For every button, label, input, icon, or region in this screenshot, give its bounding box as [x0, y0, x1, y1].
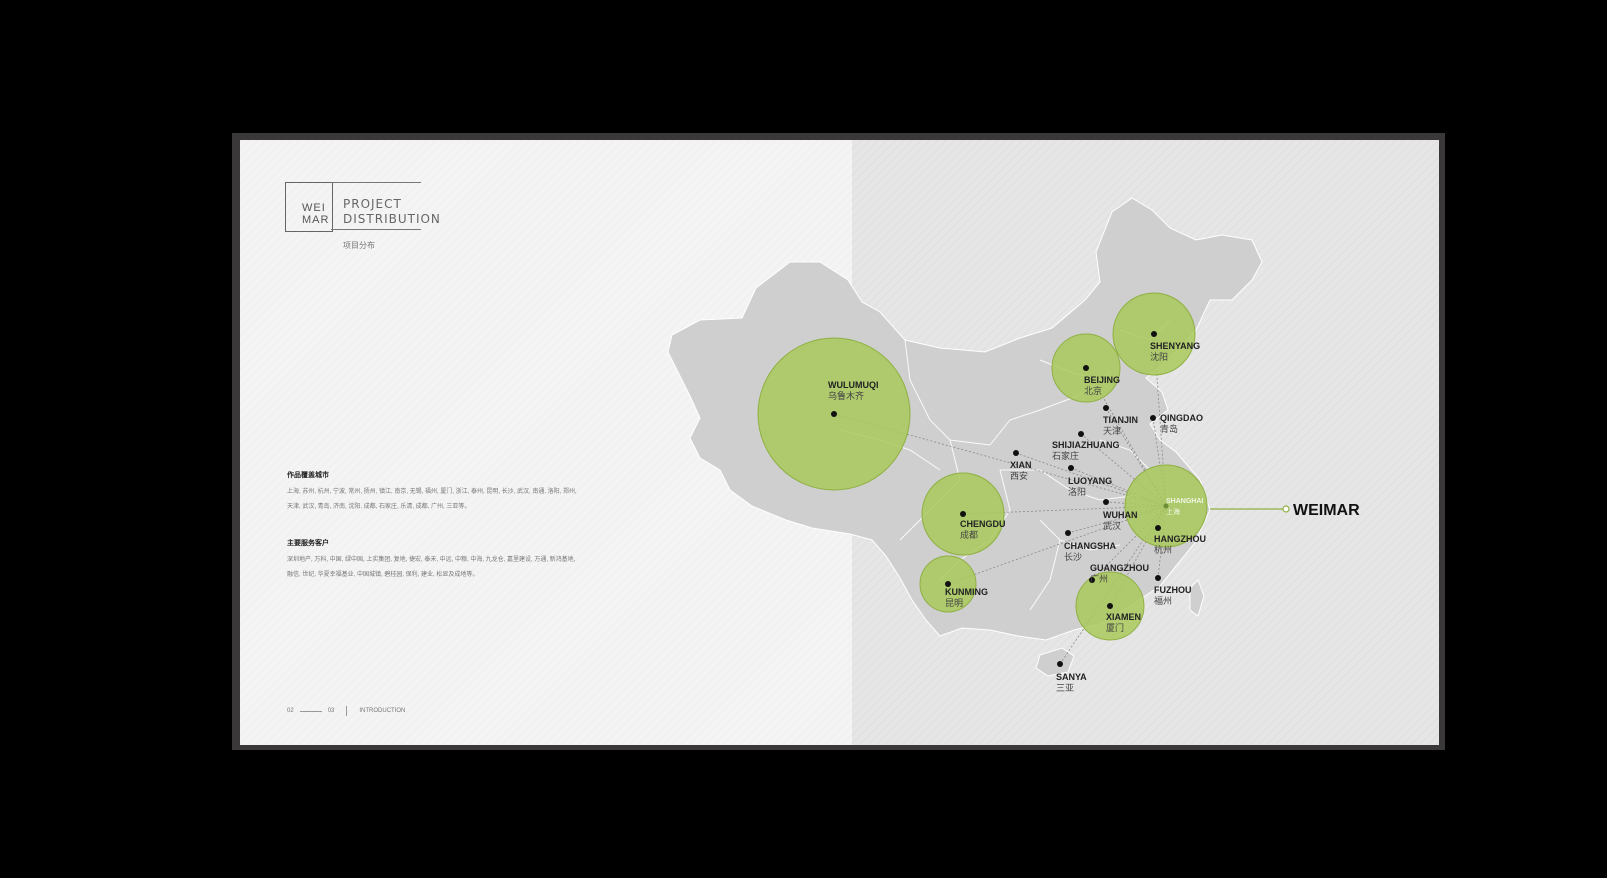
- city-label-wulumuqi: WULUMUQI: [828, 380, 879, 390]
- city-dot-wuhan: [1103, 499, 1109, 505]
- city-label-changsha: CHANGSHA: [1064, 541, 1117, 551]
- city-label-cn-sanya: 三亚: [1056, 683, 1074, 694]
- section-heading: 作品覆盖城市: [287, 472, 329, 479]
- city-label-cn-shenyang: 沈阳: [1150, 351, 1168, 363]
- section-heading: 主要服务客户: [287, 540, 329, 547]
- city-dot-hangzhou: [1155, 525, 1161, 531]
- city-label-wuhan: WUHAN: [1103, 510, 1138, 520]
- link-xiamen: [1109, 505, 1167, 607]
- city-label-cn-tianjin: 天津: [1103, 426, 1121, 437]
- city-dot-shenyang: [1151, 331, 1157, 337]
- city-label-beijing: BEIJING: [1084, 375, 1120, 385]
- footer-dash: [299, 710, 322, 712]
- city-dot-qingdao: [1150, 415, 1156, 421]
- section-line: 融信, 世纪, 华夏幸福基业, 中国城镇, 碧桂园, 保利, 建业, 松显及成地…: [287, 572, 479, 578]
- hub-connector-end: [1282, 505, 1290, 513]
- city-label-cn-shanghai: 上海: [1166, 507, 1180, 516]
- footer-divider: [346, 706, 348, 716]
- city-label-xian: XIAN: [1010, 460, 1032, 470]
- weimar-logo: [285, 182, 333, 232]
- city-label-cn-xiamen: 厦门: [1106, 622, 1124, 634]
- city-label-guangzhou: GUANGZHOU: [1090, 563, 1149, 573]
- city-label-cn-shijiazhuang: 石家庄: [1052, 450, 1079, 462]
- city-label-cn-qingdao: 青岛: [1160, 423, 1178, 435]
- clients-section: 主要服务客户 深圳地产, 万科, 中国, 绿中国, 上实集团, 复地, 捷宏, …: [287, 538, 607, 583]
- city-label-cn-kunming: 昆明: [945, 598, 963, 609]
- hainan-island: [1035, 647, 1075, 677]
- city-label-luoyang: LUOYANG: [1068, 476, 1112, 486]
- city-dot-shanghai: [1163, 503, 1169, 509]
- section-line: 天津, 武汉, 青岛, 济南, 沈阳, 成都, 石家庄, 乐清, 成都, 广州,…: [287, 504, 471, 510]
- city-dot-wulumuqi: [831, 411, 837, 417]
- city-dot-chengdu: [960, 511, 966, 517]
- city-dot-fuzhou: [1155, 575, 1161, 581]
- taiwan-island: [1189, 579, 1205, 617]
- city-dot-guangzhou: [1089, 577, 1095, 583]
- footer-label: INTRODUCTION: [359, 708, 406, 714]
- city-dot-beijing: [1083, 365, 1089, 371]
- covered-cities-section: 作品覆盖城市 上海, 苏州, 杭州, 宁波, 常州, 扬州, 镇江, 南京, 无…: [287, 470, 607, 515]
- section-line: 深圳地产, 万科, 中国, 绿中国, 上实集团, 复地, 捷宏, 泰禾, 中远,…: [287, 557, 576, 563]
- title-line-2: DISTRIBUTION: [343, 212, 441, 226]
- city-label-xiamen: XIAMEN: [1106, 612, 1141, 622]
- city-label-tianjin: TIANJIN: [1103, 415, 1138, 425]
- city-dot-xiamen: [1107, 603, 1113, 609]
- city-label-kunming: KUNMING: [945, 587, 988, 597]
- city-dot-tianjin: [1103, 405, 1109, 411]
- china-outline: [667, 197, 1263, 641]
- city-label-cn-hangzhou: 杭州: [1154, 544, 1172, 556]
- title-line-1: PROJECT: [343, 197, 402, 211]
- page-number-from: 02: [287, 708, 294, 714]
- city-label-cn-wulumuqi: 乌鲁木齐: [828, 390, 864, 402]
- city-dot-xian: [1013, 450, 1019, 456]
- link-guangzhou: [1091, 505, 1167, 581]
- logo-bottom-rule: [331, 229, 421, 230]
- page-subtitle: 项目分布: [343, 241, 375, 250]
- link-qingdao: [1152, 417, 1167, 507]
- city-label-cn-guangzhou: 广州: [1090, 573, 1108, 585]
- city-label-hangzhou: HANGZHOU: [1154, 534, 1206, 544]
- city-label-qingdao: QINGDAO: [1160, 413, 1203, 423]
- city-label-cn-fuzhou: 福州: [1154, 595, 1172, 607]
- page-title: PROJECT DISTRIBUTION: [343, 197, 441, 227]
- city-label-cn-luoyang: 洛阳: [1068, 486, 1086, 498]
- logo-top-rule: [331, 182, 421, 183]
- city-label-cn-xian: 西安: [1010, 470, 1028, 482]
- city-label-cn-beijing: 北京: [1084, 385, 1102, 397]
- hub-label: WEIMAR: [1293, 502, 1360, 519]
- city-dot-sanya: [1057, 661, 1063, 667]
- city-label-fuzhou: FUZHOU: [1154, 585, 1192, 595]
- city-label-shanghai: SHANGHAI: [1166, 498, 1203, 505]
- page-number-to: 03: [327, 708, 335, 714]
- city-dot-kunming: [945, 581, 951, 587]
- city-label-chengdu: CHENGDU: [960, 519, 1006, 529]
- city-dot-shijiazhuang: [1078, 431, 1084, 437]
- city-label-sanya: SANYA: [1056, 672, 1087, 682]
- city-label-cn-wuhan: 武汉: [1103, 520, 1121, 532]
- city-label-cn-changsha: 长沙: [1064, 551, 1082, 563]
- city-dot-changsha: [1065, 530, 1071, 536]
- link-tianjin: [1105, 407, 1167, 507]
- city-label-shijiazhuang: SHIJIAZHUANG: [1052, 440, 1120, 450]
- city-label-cn-chengdu: 成都: [960, 529, 978, 541]
- section-line: 上海, 苏州, 杭州, 宁波, 常州, 扬州, 镇江, 南京, 无锡, 福州, …: [287, 489, 577, 495]
- city-label-shenyang: SHENYANG: [1150, 341, 1200, 351]
- city-dot-luoyang: [1068, 465, 1074, 471]
- page-footer: 02 03 INTRODUCTION: [287, 706, 405, 716]
